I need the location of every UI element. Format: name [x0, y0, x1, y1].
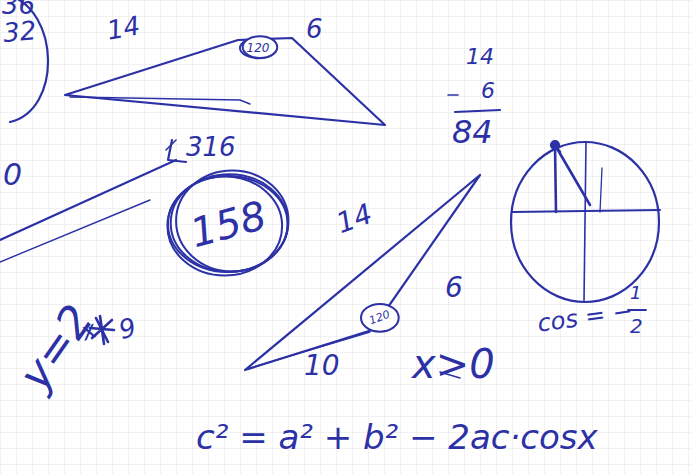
- node-text: 120: [247, 42, 270, 54]
- equation-text: y=2: [12, 298, 100, 398]
- side-length: 14: [105, 12, 142, 43]
- side-length: 6: [306, 16, 323, 42]
- side-length: 10: [304, 352, 340, 380]
- product-number: 84: [452, 116, 493, 148]
- angle-mark: 120: [240, 38, 277, 58]
- cosine-text: cos = −: [536, 299, 634, 336]
- side-length: 14: [333, 200, 376, 239]
- factor-number: 14: [466, 46, 494, 68]
- inequality-text: x>0: [412, 344, 495, 384]
- angle-mark: 120: [361, 304, 399, 332]
- sum-note: 316: [186, 134, 236, 160]
- law-of-cosines: c² = a² + b² − 2ac·cosx: [196, 420, 598, 454]
- exponent-text: 9: [116, 314, 139, 343]
- fraction-number: 2: [630, 316, 643, 336]
- factor-number: 6: [481, 80, 495, 102]
- circled-number: 158: [168, 176, 288, 272]
- fraction-number: 32: [2, 17, 37, 46]
- margin-note: 0: [3, 160, 22, 190]
- side-length: 6: [445, 274, 463, 302]
- node-text: 158: [186, 195, 270, 253]
- fraction-number: 1: [630, 284, 641, 302]
- fraction-number: 36: [2, 0, 35, 18]
